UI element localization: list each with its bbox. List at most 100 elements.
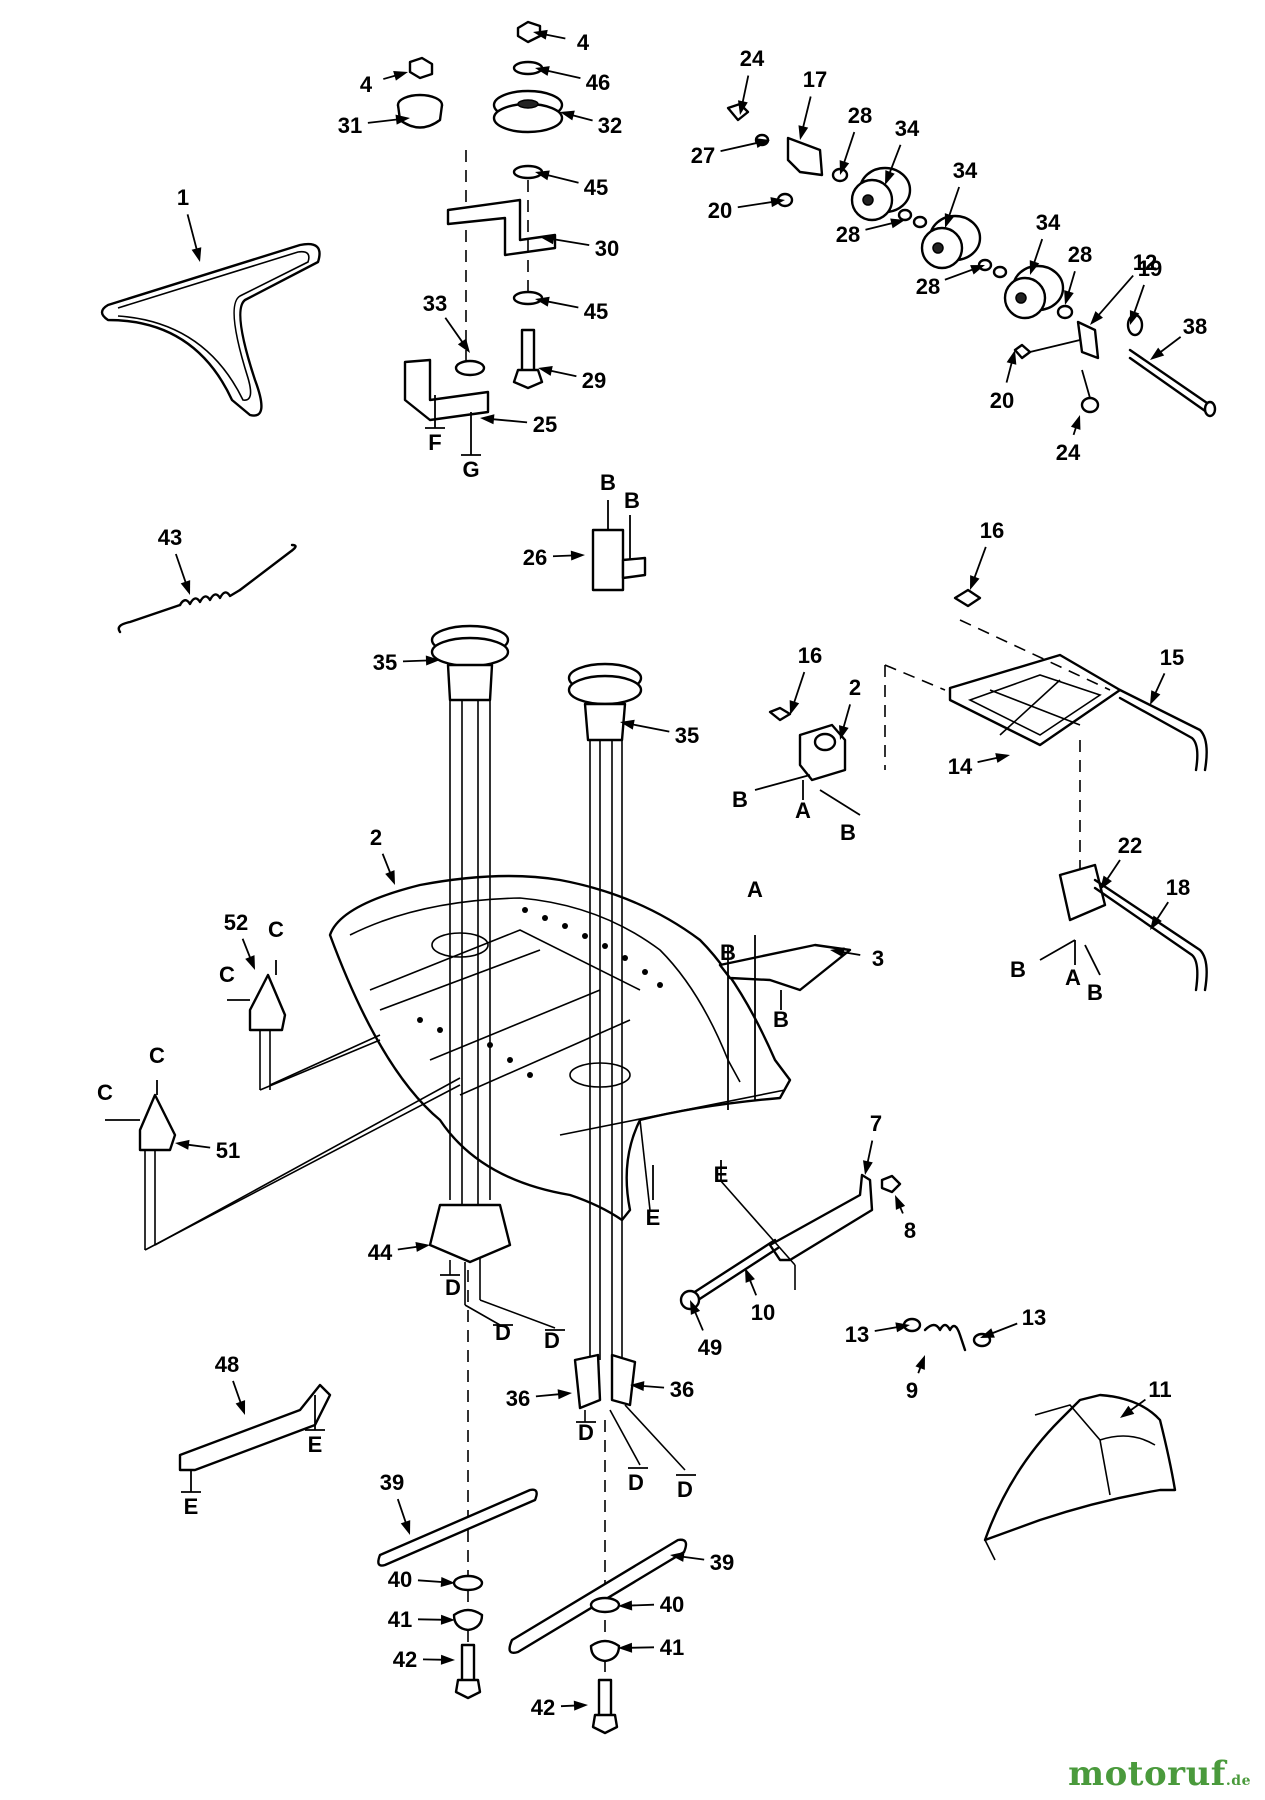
part-label-p36b: 36 xyxy=(670,1377,694,1402)
leader-line-p40a xyxy=(417,1579,446,1584)
part-label-p1: 1 xyxy=(177,185,189,210)
leader-line-p43 xyxy=(175,553,188,586)
leader-arrow-p42a xyxy=(440,1654,455,1665)
part-label-pDa: D xyxy=(445,1275,461,1300)
leader-arrow-p45a xyxy=(535,170,550,181)
part-label-pF: F xyxy=(428,430,441,455)
part-label-p7: 7 xyxy=(870,1111,882,1136)
part-label-p35a: 35 xyxy=(373,650,397,675)
bracket-7-bolt-10 xyxy=(652,1160,902,1311)
leader-arrow-p34a xyxy=(885,170,895,185)
leader-arrow-p36b xyxy=(630,1381,645,1392)
part-label-p28b: 28 xyxy=(836,222,860,247)
leader-arrow-p49 xyxy=(690,1300,701,1315)
part-label-p34c: 34 xyxy=(1036,210,1061,235)
leader-line-p12 xyxy=(1095,274,1134,319)
leader-line-p19 xyxy=(1132,284,1145,316)
leader-line-p29 xyxy=(547,369,577,378)
leader-arrow-p44 xyxy=(415,1241,430,1252)
part-label-p38: 38 xyxy=(1183,314,1207,339)
blade-right xyxy=(508,1538,688,1735)
bracket-22-rod-18 xyxy=(1039,863,1208,992)
connector-f-g xyxy=(425,395,481,456)
leader-line-p39a xyxy=(396,1498,408,1526)
part-label-p26: 26 xyxy=(523,545,547,570)
part-label-p45a: 45 xyxy=(584,175,608,200)
pulley-stack-center xyxy=(492,20,564,390)
leader-line-p35a xyxy=(402,659,431,663)
leader-arrow-p41a xyxy=(440,1614,455,1625)
leader-line-p17 xyxy=(801,96,812,131)
leader-line-p40b xyxy=(627,1603,655,1607)
part-label-p44: 44 xyxy=(368,1240,393,1265)
part-label-p2a: 2 xyxy=(849,675,861,700)
leader-arrow-p2a xyxy=(839,725,849,740)
leader-arrow-p16b xyxy=(789,700,800,715)
spindle-shaft-right xyxy=(567,662,643,1710)
leader-line-p36b xyxy=(639,1384,665,1389)
leader-line-p28b xyxy=(865,221,896,231)
deck-bracket-3 xyxy=(718,935,852,1110)
leader-line-p35b xyxy=(629,723,670,733)
idler-pulley-assembly xyxy=(726,102,1217,418)
part-label-p14: 14 xyxy=(948,754,973,779)
part-label-pG: G xyxy=(462,457,479,482)
leader-arrow-p27 xyxy=(755,138,770,148)
part-label-pEb: E xyxy=(646,1205,661,1230)
leader-arrow-p3 xyxy=(830,947,845,958)
part-label-pEa: E xyxy=(714,1162,729,1187)
leader-line-p51 xyxy=(184,1143,211,1149)
leader-line-p39b xyxy=(679,1555,705,1561)
part-label-pAc: A xyxy=(1065,965,1081,990)
part-label-pAa: A xyxy=(795,798,811,823)
leader-line-p13b xyxy=(988,1322,1018,1336)
leader-line-p46 xyxy=(544,69,581,79)
part-label-p4b: 4 xyxy=(577,30,590,55)
part-label-p42a: 42 xyxy=(393,1647,417,1672)
leader-line-p48 xyxy=(232,1380,243,1406)
part-label-pBd: B xyxy=(773,1007,789,1032)
leader-arrow-p39b xyxy=(670,1551,685,1562)
part-label-p2b: 2 xyxy=(370,825,382,850)
part-label-p12: 12 xyxy=(1133,250,1157,275)
part-label-p18: 18 xyxy=(1166,875,1190,900)
leader-line-p28a xyxy=(842,131,856,166)
leader-arrow-p52 xyxy=(245,955,255,970)
leader-arrow-p41b xyxy=(618,1642,633,1653)
leader-line-p27 xyxy=(720,141,761,152)
leader-line-p28d xyxy=(944,267,976,281)
leader-arrow-p48 xyxy=(235,1400,246,1415)
part-label-pEc: E xyxy=(308,1432,323,1457)
part-label-p33: 33 xyxy=(423,291,447,316)
leader-arrow-p24b xyxy=(1070,415,1081,430)
leader-line-p28c xyxy=(1066,271,1076,296)
part-label-pBc: B xyxy=(720,940,736,965)
leader-arrow-p19 xyxy=(1129,310,1140,325)
leader-arrow-p33 xyxy=(457,338,470,353)
mower-deck xyxy=(328,874,792,1222)
lift-assembly xyxy=(884,588,1208,880)
leader-arrow-p51 xyxy=(175,1139,190,1150)
leader-line-p22 xyxy=(1104,859,1121,883)
part-label-p13a: 13 xyxy=(845,1322,869,1347)
leader-line-p1 xyxy=(186,214,199,253)
leader-arrow-p45b xyxy=(535,296,550,307)
spring-9-caps xyxy=(902,1317,992,1352)
part-label-pB2: B xyxy=(624,488,640,513)
leader-arrow-p4a xyxy=(393,71,408,81)
leader-line-p15 xyxy=(1153,672,1166,697)
leader-line-p13a xyxy=(874,1325,901,1332)
part-label-pBf: B xyxy=(1087,980,1103,1005)
blade-left xyxy=(377,1488,538,1700)
part-label-p27: 27 xyxy=(691,143,715,168)
leader-arrow-p17 xyxy=(798,125,809,140)
part-label-p13b: 13 xyxy=(1022,1305,1046,1330)
part-label-p40b: 40 xyxy=(660,1592,684,1617)
part-label-p32: 32 xyxy=(598,113,622,138)
part-label-p39a: 39 xyxy=(380,1470,404,1495)
part-label-pDe: D xyxy=(628,1470,644,1495)
leader-arrow-p25 xyxy=(480,414,495,425)
leader-arrow-p11 xyxy=(1120,1405,1135,1418)
leader-arrow-p42b xyxy=(573,1700,588,1711)
